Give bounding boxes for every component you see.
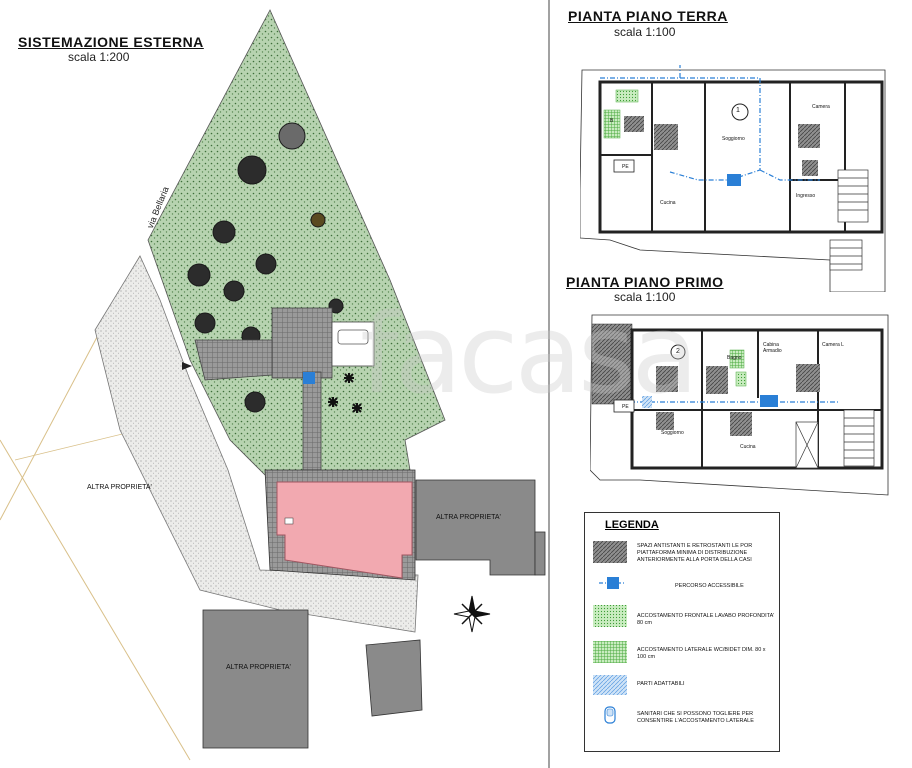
palms	[328, 373, 362, 413]
ground-floor-plan	[580, 65, 886, 292]
legend-item-5-text: SANITARI CHE SI POSSONO TOGLIERE PER CON…	[637, 711, 754, 724]
blue-hatch-swatch	[593, 675, 627, 695]
paved-driveway	[194, 339, 273, 381]
entrance-arrow	[182, 362, 192, 370]
site-plan-drawing	[0, 0, 550, 768]
tree	[237, 155, 267, 185]
dark-hatch-swatch	[593, 541, 627, 563]
legend-item-2-text: ACCOSTAMENTO FRONTALE LAVABO PROFONDITA'…	[637, 613, 775, 626]
room-soggiorno-first: Soggiorno	[661, 430, 684, 436]
other-property-right-notch	[534, 531, 546, 576]
tree	[278, 122, 306, 150]
site-plan-title: SISTEMAZIONE ESTERNA	[18, 34, 204, 50]
other-property-bottom	[202, 609, 309, 749]
tree	[255, 253, 277, 275]
room-camera-ground: Camera	[812, 104, 830, 110]
legend-title: LEGENDA	[605, 519, 659, 531]
building-footprint	[276, 481, 413, 579]
legend-swatches	[593, 541, 627, 724]
tree	[310, 212, 326, 228]
tree	[187, 263, 211, 287]
room-camera-first: Camera L	[822, 342, 844, 348]
first-floor-plan	[590, 314, 889, 496]
access-marker	[303, 372, 315, 384]
room-pe-first: PE	[622, 404, 629, 410]
compass-rose-icon	[453, 595, 491, 633]
legend-item-1-text: PERCORSO ACCESSIBILE	[675, 583, 744, 589]
tree	[328, 298, 344, 314]
wheelchair-icon	[727, 174, 741, 186]
green-grid-swatch	[593, 641, 627, 663]
other-property-right	[415, 479, 536, 576]
other-property-bottom-small	[365, 639, 423, 717]
green-dot-swatch	[593, 605, 627, 627]
legend: LEGENDA SPAZI ANTISTANTI E RETROSTANTI L…	[584, 512, 780, 752]
legend-item-3-text: ACCOSTAMENTO LATERALE WC/BIDET DIM. 80 x…	[637, 647, 766, 660]
ground-floor-title: PIANTA PIANO TERRA	[568, 8, 728, 24]
first-floor-scale: scala 1:100	[614, 290, 676, 304]
room-b-ground: B	[610, 118, 614, 124]
room-cabina-first: Cabina Armadio	[763, 342, 782, 354]
room-cucina-ground: Cucina	[660, 200, 676, 206]
legend-item-4-text: PARTI ADATTABILI	[637, 681, 685, 687]
tree	[194, 312, 216, 334]
room-soggiorno-ground: Soggiorno	[722, 136, 745, 142]
site-plan-scale: scala 1:200	[68, 50, 130, 64]
legend-item-0-text: SPAZI ANTISTANTI E RETROSTANTI LE POR PI…	[637, 543, 753, 563]
tree	[244, 391, 266, 413]
unit-number-1: 1	[736, 107, 740, 114]
other-property-left-label: ALTRA PROPRIETA'	[87, 484, 152, 491]
unit-number-2: 2	[676, 348, 680, 355]
paved-parking	[271, 307, 333, 379]
room-bagno-first: Bagno	[727, 355, 742, 361]
tree	[212, 220, 236, 244]
paved-walkway	[302, 371, 322, 471]
other-property-right-label: ALTRA PROPRIETA'	[436, 514, 501, 521]
watermark: facasa	[360, 290, 699, 418]
tree	[223, 280, 245, 302]
first-floor-title: PIANTA PIANO PRIMO	[566, 274, 724, 290]
wheelchair-path-symbol	[599, 577, 625, 589]
wheelchair-icon-first	[760, 395, 778, 407]
room-pe-ground: PE	[622, 164, 629, 170]
room-ingresso-ground: Ingresso	[796, 193, 816, 199]
room-cucina-first: Cucina	[740, 444, 756, 450]
other-property-bottom-label: ALTRA PROPRIETA'	[226, 664, 291, 671]
ground-floor-scale: scala 1:100	[614, 25, 676, 39]
sanitary-fixture-symbol	[604, 706, 616, 724]
